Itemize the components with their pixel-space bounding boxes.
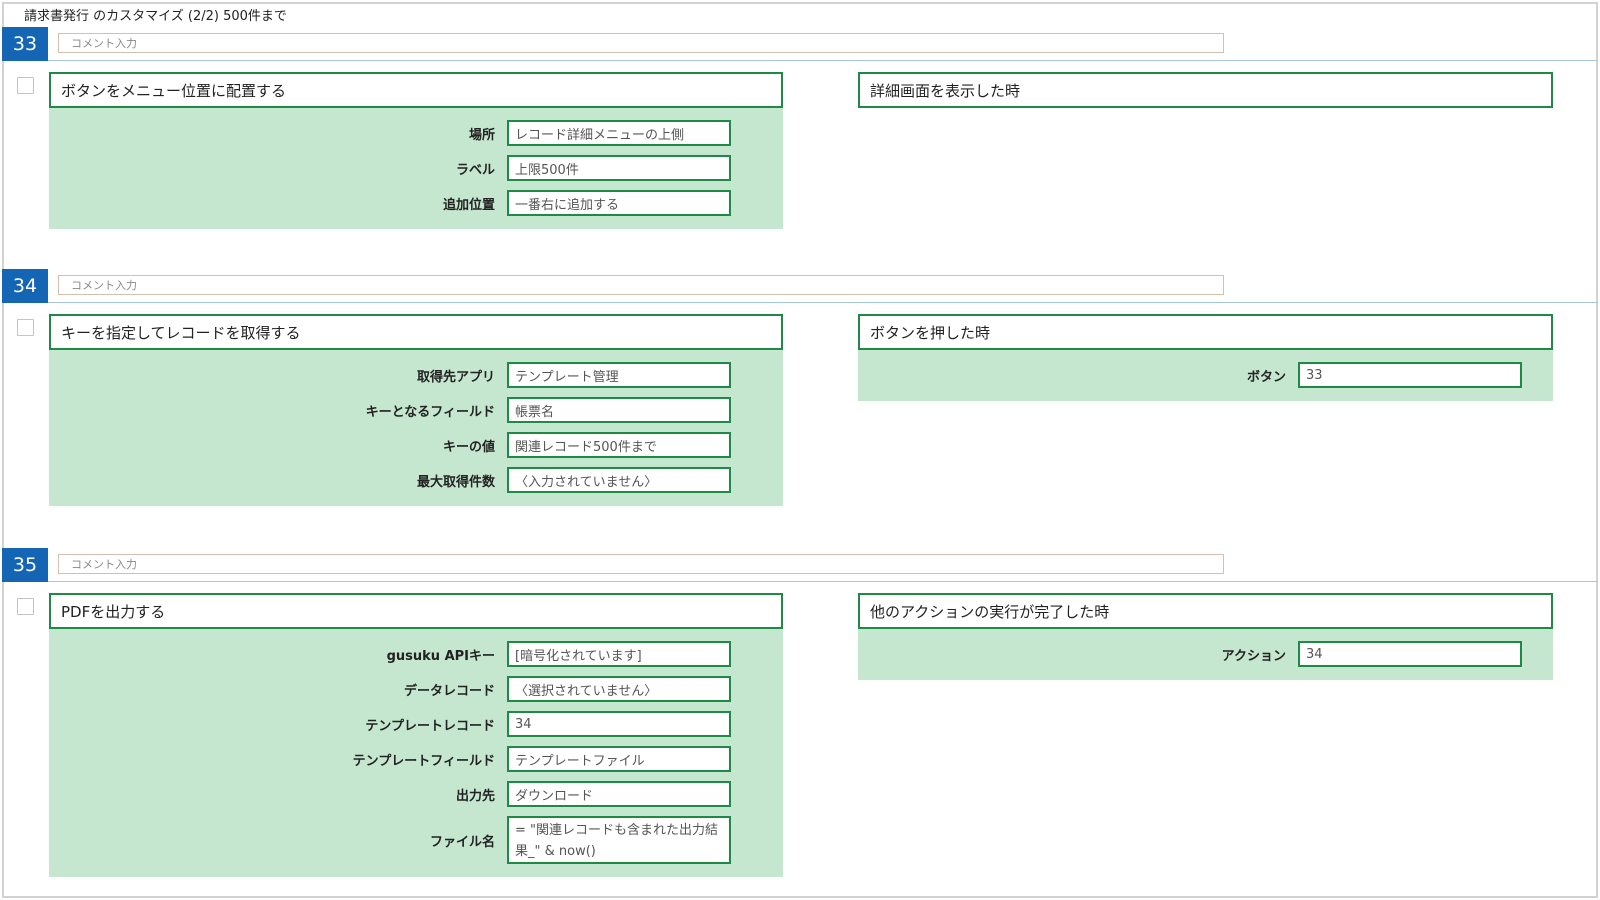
field-row: gusuku APIキー [暗号化されています] (49, 641, 783, 667)
action-panel: PDFを出力する gusuku APIキー [暗号化されています] データレコー… (49, 593, 783, 877)
action-body: 取得先アプリ テンプレート管理 キーとなるフィールド 帳票名 キーの値 関連レコ… (49, 350, 783, 506)
field-value[interactable]: 34 (1298, 641, 1522, 667)
comment-input[interactable]: コメント入力 (58, 33, 1224, 53)
field-row: アクション 34 (858, 641, 1553, 667)
field-value[interactable]: テンプレート管理 (507, 362, 731, 388)
field-row: 出力先 ダウンロード (49, 781, 783, 807)
action-panel: ボタンをメニュー位置に配置する 場所 レコード詳細メニューの上側 ラベル 上限5… (49, 72, 783, 229)
field-value[interactable]: 帳票名 (507, 397, 731, 423)
field-value[interactable]: 〈入力されていません〉 (507, 467, 731, 493)
field-label: 場所 (468, 127, 495, 143)
field-value[interactable]: テンプレートファイル (507, 746, 731, 772)
comment-input[interactable]: コメント入力 (58, 554, 1224, 574)
field-row: ボタン 33 (858, 362, 1553, 388)
select-checkbox[interactable] (17, 319, 34, 336)
field-label: 取得先アプリ (416, 369, 495, 385)
field-label: 追加位置 (442, 197, 495, 213)
field-value[interactable]: 34 (507, 711, 731, 737)
select-checkbox[interactable] (17, 77, 34, 94)
trigger-panel: 詳細画面を表示した時 (858, 72, 1553, 108)
field-row: 場所 レコード詳細メニューの上側 (49, 120, 783, 146)
field-value[interactable]: 〈選択されていません〉 (507, 676, 731, 702)
separator (48, 302, 1598, 303)
trigger-title[interactable]: 他のアクションの実行が完了した時 (858, 593, 1553, 629)
page-title: 請求書発行 のカスタマイズ (2/2) 500件まで (24, 9, 287, 24)
action-title[interactable]: キーを指定してレコードを取得する (49, 314, 783, 350)
trigger-body: アクション 34 (858, 629, 1553, 680)
field-value[interactable]: 関連レコード500件まで (507, 432, 731, 458)
field-value[interactable]: レコード詳細メニューの上側 (507, 120, 731, 146)
trigger-panel: ボタンを押した時 ボタン 33 (858, 314, 1553, 401)
field-label: キーの値 (442, 439, 495, 455)
trigger-body: ボタン 33 (858, 350, 1553, 401)
field-value[interactable]: = "関連レコードも含まれた出力結果_" & now() (507, 816, 731, 864)
field-label: ラベル (455, 162, 495, 178)
field-label: テンプレートフィールド (352, 753, 495, 769)
field-row: テンプレートレコード 34 (49, 711, 783, 737)
action-body: gusuku APIキー [暗号化されています] データレコード 〈選択されてい… (49, 629, 783, 877)
field-value[interactable]: [暗号化されています] (507, 641, 731, 667)
field-value[interactable]: 33 (1298, 362, 1522, 388)
field-row: キーとなるフィールド 帳票名 (49, 397, 783, 423)
field-label: キーとなるフィールド (365, 404, 495, 420)
field-value[interactable]: 上限500件 (507, 155, 731, 181)
block-number-badge: 33 (2, 27, 48, 61)
separator (48, 60, 1598, 61)
field-row: ファイル名 = "関連レコードも含まれた出力結果_" & now() (49, 816, 783, 864)
action-title[interactable]: ボタンをメニュー位置に配置する (49, 72, 783, 108)
field-label: 最大取得件数 (416, 474, 495, 490)
field-value[interactable]: 一番右に追加する (507, 190, 731, 216)
field-row: テンプレートフィールド テンプレートファイル (49, 746, 783, 772)
field-label: 出力先 (455, 788, 495, 804)
action-body: 場所 レコード詳細メニューの上側 ラベル 上限500件 追加位置 一番右に追加す… (49, 108, 783, 229)
field-row: キーの値 関連レコード500件まで (49, 432, 783, 458)
field-label: アクション (1221, 648, 1286, 664)
block-number-badge: 34 (2, 269, 48, 303)
field-label: テンプレートレコード (365, 718, 495, 734)
block-number-badge: 35 (2, 548, 48, 582)
field-label: ファイル名 (429, 834, 495, 850)
field-row: ラベル 上限500件 (49, 155, 783, 181)
field-row: 最大取得件数 〈入力されていません〉 (49, 467, 783, 493)
action-title[interactable]: PDFを出力する (49, 593, 783, 629)
action-panel: キーを指定してレコードを取得する 取得先アプリ テンプレート管理 キーとなるフィ… (49, 314, 783, 506)
select-checkbox[interactable] (17, 598, 34, 615)
trigger-title[interactable]: 詳細画面を表示した時 (858, 72, 1553, 108)
field-value[interactable]: ダウンロード (507, 781, 731, 807)
trigger-panel: 他のアクションの実行が完了した時 アクション 34 (858, 593, 1553, 680)
field-label: データレコード (403, 683, 495, 699)
field-label: ボタン (1246, 369, 1286, 385)
separator (48, 581, 1598, 582)
field-label: gusuku APIキー (386, 648, 495, 664)
field-row: 取得先アプリ テンプレート管理 (49, 362, 783, 388)
comment-input[interactable]: コメント入力 (58, 275, 1224, 295)
field-row: 追加位置 一番右に追加する (49, 190, 783, 216)
trigger-title[interactable]: ボタンを押した時 (858, 314, 1553, 350)
field-row: データレコード 〈選択されていません〉 (49, 676, 783, 702)
